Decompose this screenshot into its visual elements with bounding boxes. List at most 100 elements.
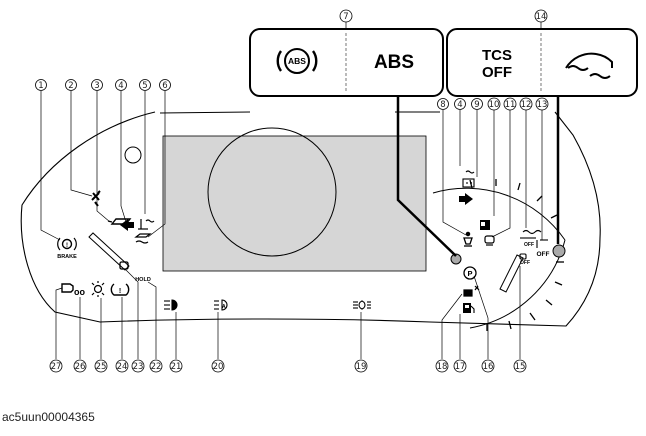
fuel-low-icon xyxy=(463,303,475,313)
callout-c13: 13 xyxy=(535,97,549,111)
svg-text:17: 17 xyxy=(455,362,466,372)
callout-leaders xyxy=(40,22,543,359)
svg-text:!: ! xyxy=(119,288,121,295)
svg-text:25: 25 xyxy=(96,362,107,372)
svg-text:23: 23 xyxy=(133,362,144,372)
tcs-lamp xyxy=(552,244,566,258)
master-warning-icon xyxy=(484,235,495,246)
callout-c27: 27 xyxy=(49,359,63,373)
center-display xyxy=(162,135,427,272)
svg-text:13: 13 xyxy=(537,100,548,110)
oil-level-icon xyxy=(134,233,152,244)
callout-c15: 15 xyxy=(513,359,527,373)
svg-text:3: 3 xyxy=(94,81,99,91)
svg-text:11: 11 xyxy=(505,100,516,110)
callout-c26: 26 xyxy=(73,359,87,373)
steering-warning-icon xyxy=(463,285,480,297)
tcs-callout-box: TCS OFF xyxy=(446,28,638,97)
abs-text-label: ABS xyxy=(374,52,414,73)
callout-c14: 14 xyxy=(534,9,548,23)
callout-c4a: 4 xyxy=(115,79,127,91)
callout-c2: 2 xyxy=(65,79,77,91)
svg-text:P: P xyxy=(467,269,472,278)
svg-text:8: 8 xyxy=(440,100,445,110)
svg-text:2: 2 xyxy=(68,81,73,91)
magnifier-circle xyxy=(207,127,337,257)
callout-c20: 20 xyxy=(211,359,225,373)
hold-label: HOLD xyxy=(135,277,151,283)
brake-label: BRAKE xyxy=(57,254,77,260)
seatbelt-passenger-icon xyxy=(463,231,473,247)
callout-c19: 19 xyxy=(354,359,368,373)
callout-c3: 3 xyxy=(91,79,103,91)
callout-c25: 25 xyxy=(94,359,108,373)
auto-headlight-icon: A xyxy=(214,299,228,311)
svg-text:!: ! xyxy=(66,243,68,249)
callout-c8: 8 xyxy=(437,98,449,110)
tcs-indicator-icon xyxy=(520,229,542,239)
svg-text:6: 6 xyxy=(162,81,167,91)
right-arrow-icon xyxy=(459,193,473,205)
left-arrow-icon xyxy=(120,219,134,231)
svg-text:19: 19 xyxy=(356,362,367,372)
figure-image-code: ac5uun00004365 xyxy=(2,410,95,424)
tcs-off-line1: TCS xyxy=(482,47,512,64)
svg-text:5: 5 xyxy=(142,81,147,91)
front-car-icon xyxy=(519,253,527,260)
svg-text:24: 24 xyxy=(117,362,128,372)
callout-c7: 7 xyxy=(339,9,353,23)
brake-warning-icon: ! xyxy=(57,237,77,251)
cluster-outline xyxy=(20,111,601,327)
svg-text:9: 9 xyxy=(474,100,479,110)
callout-c24: 24 xyxy=(115,359,129,373)
callout-c6: 6 xyxy=(159,79,171,91)
tcs-off-small-label: OFF xyxy=(524,242,534,248)
callout-c5: 5 xyxy=(139,79,151,91)
parking-brake-icon: P xyxy=(463,266,477,280)
glow-plug-icon: oo xyxy=(74,287,85,297)
callout-c10: 10 xyxy=(487,97,501,111)
svg-text:4: 4 xyxy=(118,81,123,91)
callout-c1: 1 xyxy=(35,79,47,91)
callout-c4b: 4 xyxy=(454,98,466,110)
svg-text:26: 26 xyxy=(75,362,86,372)
abs-warning-icon: ABS xyxy=(276,48,318,74)
svg-text:1: 1 xyxy=(38,81,43,91)
indicator-8-lamp xyxy=(450,253,462,265)
charging-system-icon xyxy=(462,170,475,188)
svg-text:ABS: ABS xyxy=(288,56,306,66)
coolant-temp-icon xyxy=(138,219,155,230)
auto-hold-off-label: OFF xyxy=(520,260,530,266)
svg-text:7: 7 xyxy=(343,12,348,22)
svg-text:14: 14 xyxy=(536,12,547,22)
small-dot-indicator xyxy=(124,146,142,164)
svg-text:27: 27 xyxy=(51,362,62,372)
svg-text:21: 21 xyxy=(171,362,182,372)
fog-light-icon xyxy=(91,281,105,297)
svg-text:18: 18 xyxy=(437,362,448,372)
svg-text:12: 12 xyxy=(521,100,532,110)
svg-text:4: 4 xyxy=(457,100,462,110)
callout-c21: 21 xyxy=(169,359,183,373)
svg-text:10: 10 xyxy=(489,100,500,110)
svg-text:15: 15 xyxy=(515,362,526,372)
callout-c18: 18 xyxy=(435,359,449,373)
svg-text:22: 22 xyxy=(151,362,162,372)
tire-pressure-icon: ! xyxy=(110,283,130,296)
door-ajar-icon xyxy=(480,220,490,230)
tcs-off-line2: OFF xyxy=(482,64,512,81)
lane-keep-off-icon xyxy=(536,239,548,248)
callout-c22: 22 xyxy=(149,359,163,373)
auto-hold-car-icon xyxy=(119,261,129,270)
seatbelt-warning-icon xyxy=(91,190,101,207)
abs-leader-line xyxy=(396,96,457,257)
abs-callout-box: ABS ABS xyxy=(249,28,444,97)
front-fog-icon xyxy=(353,300,371,310)
svg-text:20: 20 xyxy=(213,362,224,372)
svg-text:A: A xyxy=(222,304,226,310)
callout-c12: 12 xyxy=(519,97,533,111)
skid-car-icon xyxy=(565,52,613,79)
callout-c9: 9 xyxy=(471,98,483,110)
off-label: OFF xyxy=(537,251,550,258)
